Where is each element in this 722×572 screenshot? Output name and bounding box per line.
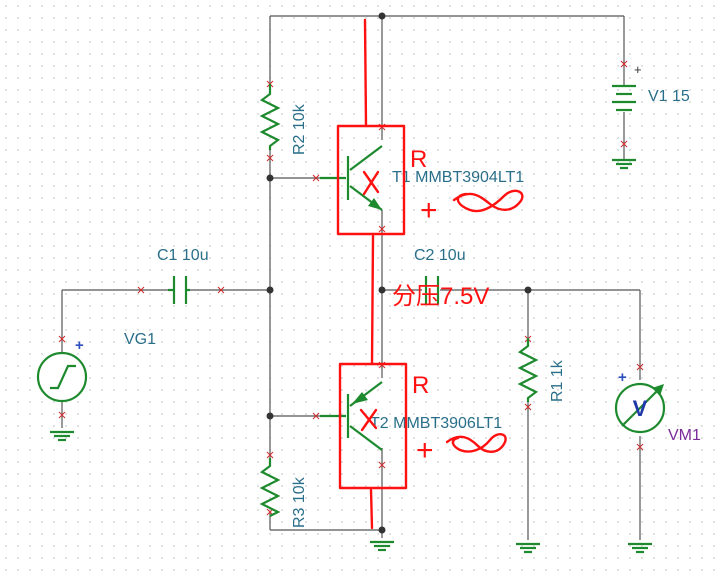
voltmeter-vm1-plus: + [618,369,627,386]
t2-cross-mark [359,408,378,432]
ground-vg1 [50,430,74,442]
t2-annotation-mark: R [412,372,429,399]
resistor-r2[interactable] [259,84,281,150]
transistor-t1-label: T1 MMBT3904LT1 [392,169,524,186]
pin-mark [312,174,320,182]
voltmeter-vm1-arrow [621,387,661,427]
transistor-t2[interactable] [320,381,383,451]
capacitor-c2[interactable] [424,276,440,304]
transistor-t2-collector-leg [349,425,383,451]
resistor-r2-symbol [259,84,281,150]
generator-vg1-label: VG1 [124,331,156,348]
junction-dot [524,286,532,294]
resistor-r3-label: R3 10k [291,476,308,528]
transistor-t2-arrow-icon [352,392,368,404]
pin-mark [312,412,320,420]
voltmeter-vm1-label: VM1 [668,427,701,444]
pin-mark [620,140,628,148]
t1-highlight-box [336,124,406,236]
pin-mark [266,451,274,459]
resistor-r1[interactable] [517,338,539,402]
bottom-highlight-line [369,488,374,530]
t2-plus-annotation: + [416,434,434,467]
junction-dot [378,526,386,534]
voltmeter-vm1[interactable]: V [614,382,666,434]
voltmeter-arrow-icon [652,384,664,396]
pin-marks [58,60,644,516]
capacitor-c1-label: C1 10u [157,247,209,264]
capacitor-c1[interactable] [168,276,190,304]
t1-plus-annotation: + [420,194,438,227]
ground-r1 [516,542,540,554]
pin-mark [524,403,532,411]
pin-mark [217,286,225,294]
pin-mark [636,363,644,371]
transistor-t2-label: T2 MMBT3906LT1 [370,415,502,432]
t1-squiggle [452,189,524,213]
resistor-r3-symbol [259,458,281,517]
transistor-t1-arrow-icon [368,198,382,210]
t1-cross-mark [362,170,380,196]
junction-dot [266,286,274,294]
pin-mark [378,461,386,469]
ground-vm1 [628,542,652,554]
pin-mark [378,225,386,233]
capacitor-c2-label: C2 10u [414,247,466,264]
junction-dot [378,286,386,294]
generator-vg1-plus: + [75,337,84,354]
pin-mark [620,60,628,68]
pin-mark [58,411,66,419]
transistor-t1-collector-leg [349,145,383,171]
battery-v1[interactable] [612,84,636,112]
junction-dot [378,12,386,20]
ground-t2 [370,540,394,552]
t2-squiggle [445,433,507,453]
step-wave-icon [50,364,76,390]
pin-mark [266,154,274,162]
pin-mark [636,443,644,451]
junction-dot [266,412,274,420]
ground-v1 [612,158,636,170]
mid-highlight-line [370,234,375,366]
pin-mark [58,335,66,343]
generator-vg1[interactable] [36,351,88,403]
pin-mark [137,286,145,294]
resistor-r1-label: R1 1k [549,359,566,402]
voltmeter-vm1-symbol: V [633,396,648,421]
voltage-note: 分压7.5V [392,283,489,310]
battery-v1-plus: + [634,62,642,77]
transistor-t1[interactable] [320,145,383,211]
wires [61,15,641,540]
t1-annotation-mark: R [410,146,427,173]
resistor-r1-symbol [517,338,539,402]
resistor-r3[interactable] [259,458,281,517]
collector-highlight-line [363,18,368,128]
battery-v1-label: V1 15 [648,88,690,105]
resistor-r2-label: R2 10k [291,103,308,155]
handwritten-annotations [336,18,524,530]
junctions [266,12,532,534]
junction-dot [266,174,274,182]
